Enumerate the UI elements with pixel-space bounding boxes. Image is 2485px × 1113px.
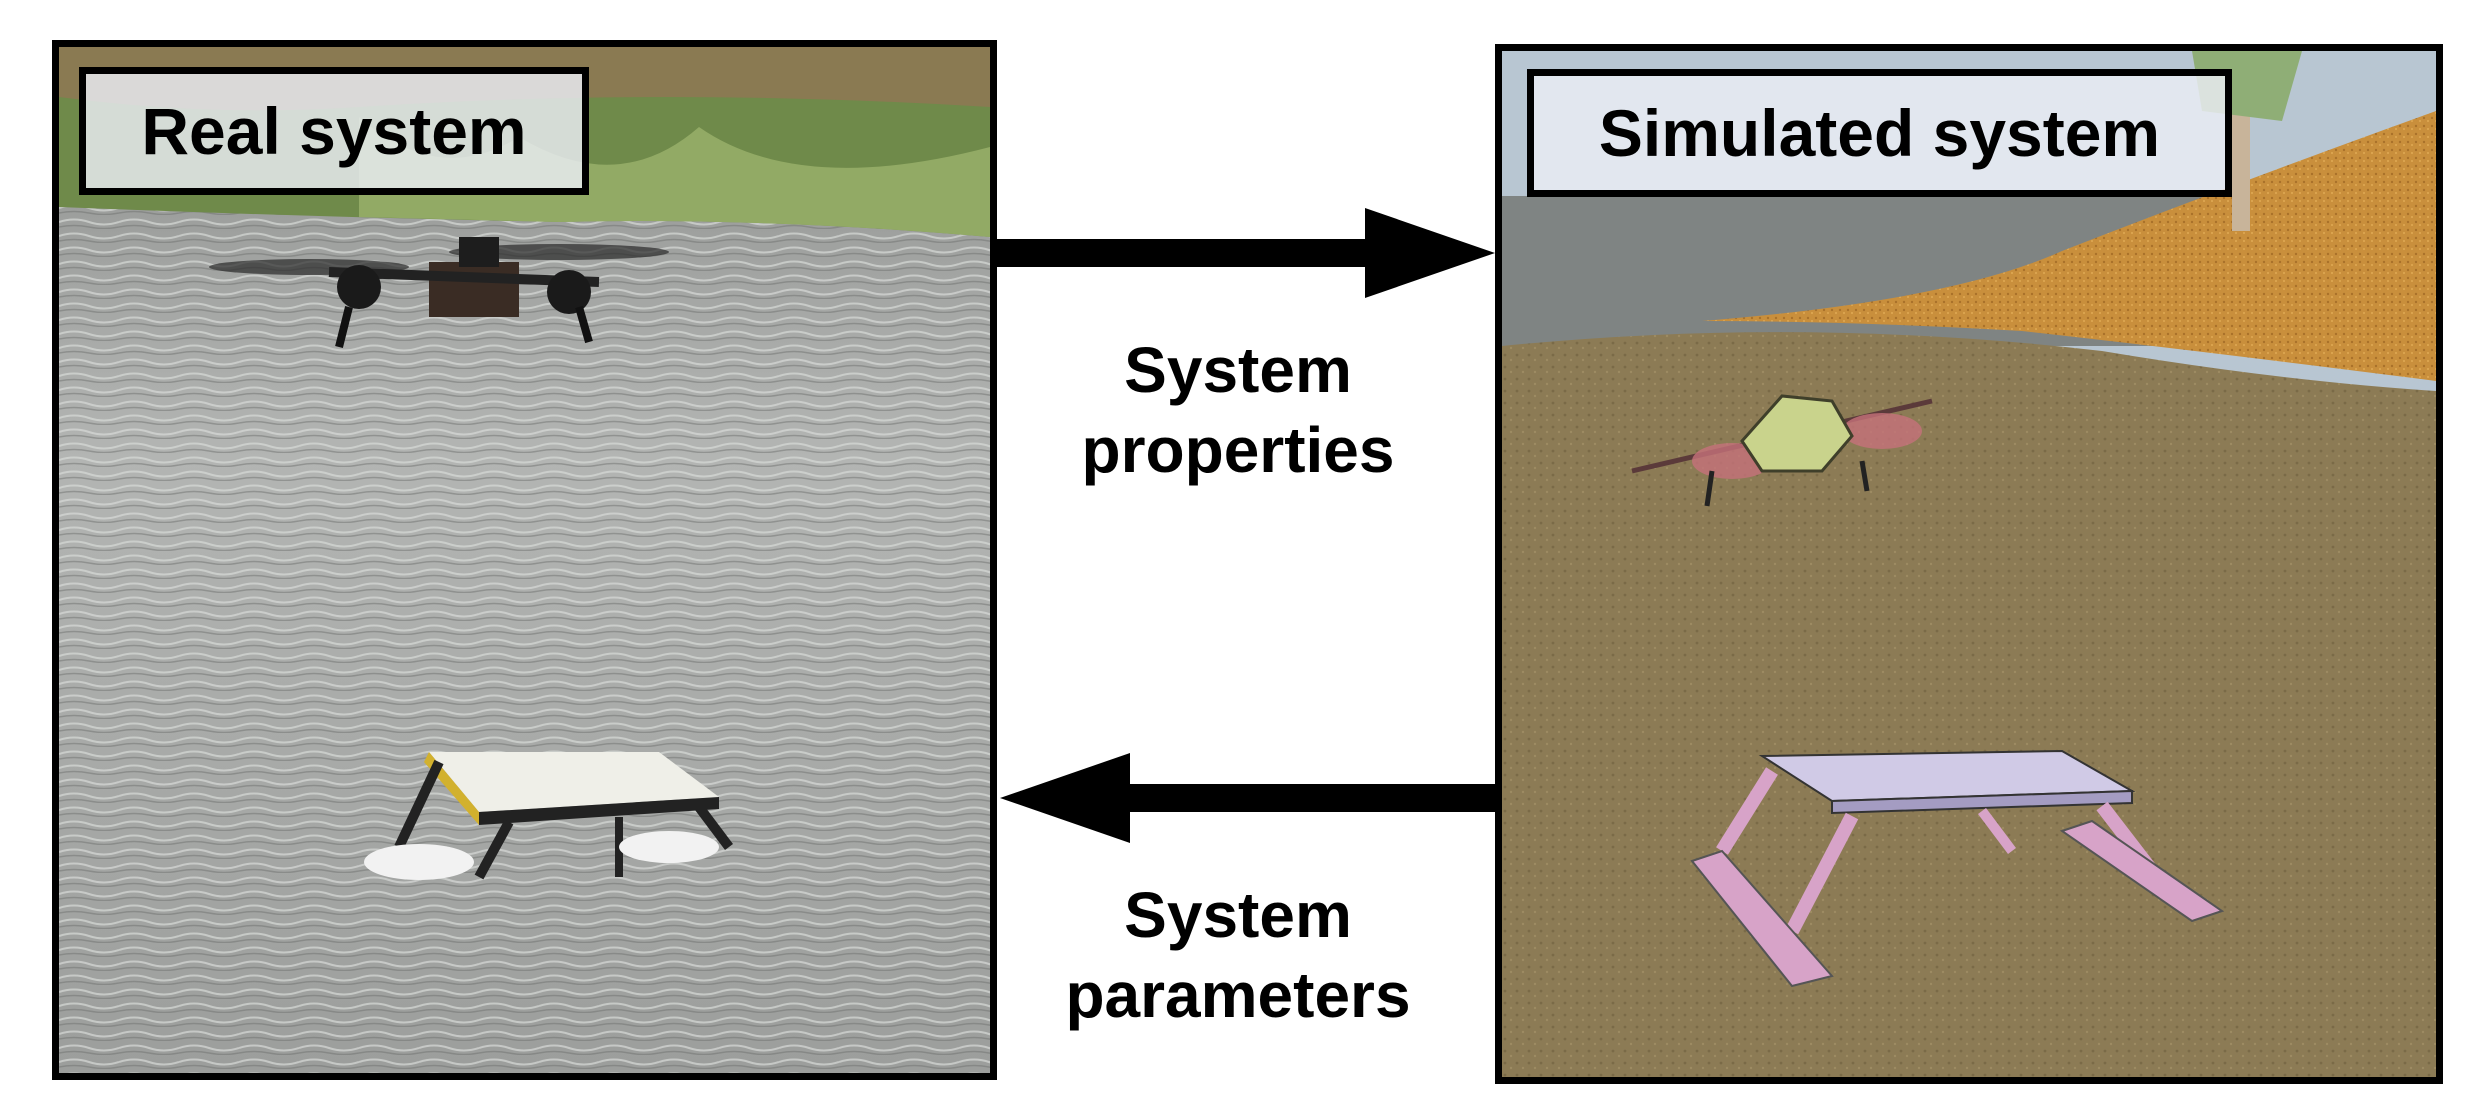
right-arrow (997, 208, 1495, 298)
caption-line: properties (1081, 414, 1395, 486)
system-parameters-caption: System parameters (1008, 875, 1468, 1035)
sim-platform (1690, 749, 2225, 988)
left-arrow (1000, 753, 1497, 843)
simulated-system-label: Simulated system (1527, 69, 2232, 197)
caption-line: parameters (1065, 959, 1411, 1031)
real-drone (209, 237, 669, 348)
simulated-system-render (1502, 51, 2436, 1077)
simulated-system-panel: Simulated system (1495, 44, 2443, 1084)
sim-sand-dune (1702, 111, 2436, 381)
caption-line: System (1124, 334, 1352, 406)
system-properties-caption: System properties (1008, 330, 1468, 490)
sim-drone (1631, 394, 1933, 507)
real-system-panel: Real system (52, 40, 997, 1080)
real-platform (364, 752, 733, 880)
caption-line: System (1124, 879, 1352, 951)
real-system-label: Real system (79, 67, 589, 195)
